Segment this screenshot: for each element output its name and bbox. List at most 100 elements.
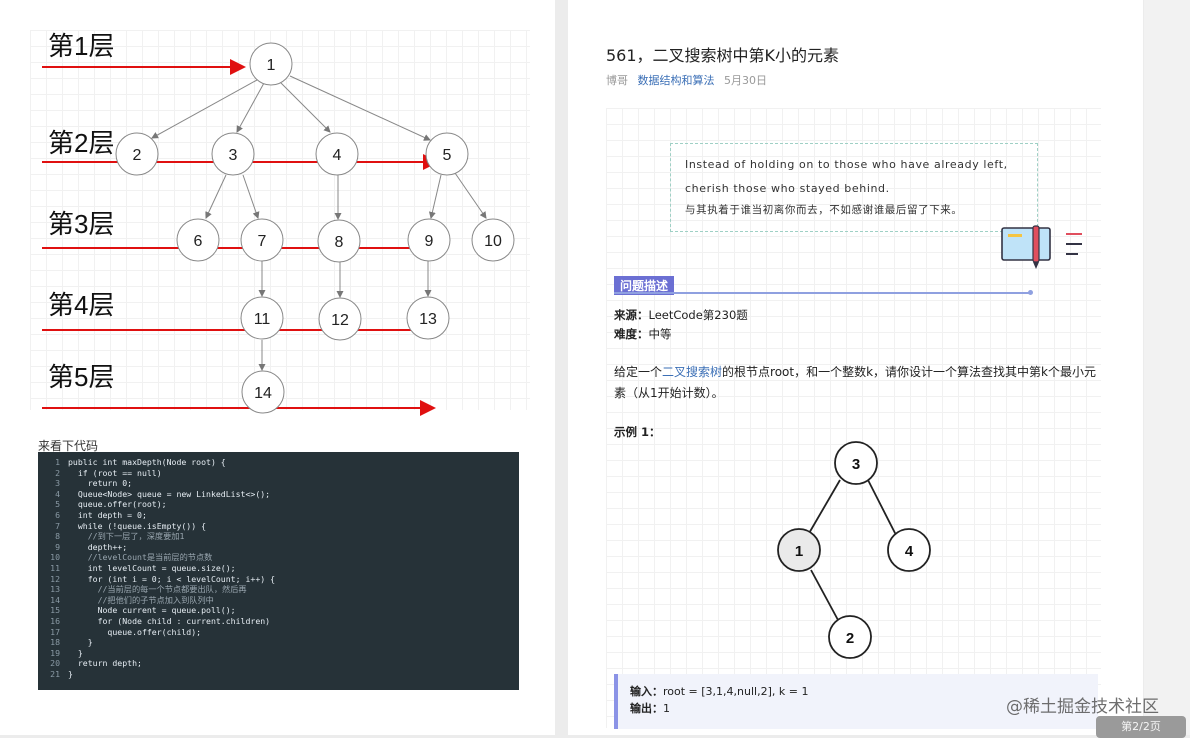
code-line: 20 return depth;	[38, 658, 519, 669]
code-line-number: 5	[38, 499, 68, 510]
code-line: 9 depth++;	[38, 542, 519, 553]
code-line-text: //把他们的子节点加入到队列中	[68, 595, 214, 606]
code-line-number: 7	[38, 521, 68, 532]
quote-english-line-1: Instead of holding on to those who have …	[685, 153, 1023, 177]
code-line: 12 for (int i = 0; i < levelCount; i++) …	[38, 574, 519, 585]
code-line-text: for (Node child : current.children)	[68, 616, 270, 627]
notebook-pen-icon	[1000, 224, 1090, 272]
node-label-14: 14	[254, 385, 272, 402]
node-label-8: 8	[335, 234, 344, 251]
code-line: 2 if (root == null)	[38, 468, 519, 479]
code-line-number: 6	[38, 510, 68, 521]
layer-label-4: 第4层	[48, 290, 114, 320]
difficulty-line: 难度：中等	[614, 326, 672, 342]
code-line: 19 }	[38, 648, 519, 659]
code-line-number: 9	[38, 542, 68, 553]
node-label-13: 13	[419, 311, 437, 328]
code-line: 16 for (Node child : current.children)	[38, 616, 519, 627]
node-label-2: 2	[133, 147, 142, 164]
code-line: 17 queue.offer(child);	[38, 627, 519, 638]
code-line-number: 16	[38, 616, 68, 627]
code-line: 10 //levelCount是当前层的节点数	[38, 552, 519, 563]
output-label: 输出：	[630, 702, 663, 715]
code-line: 7 while (!queue.isEmpty()) {	[38, 521, 519, 532]
tree-nodes	[116, 43, 514, 413]
code-line-number: 8	[38, 531, 68, 542]
output-value: 1	[663, 702, 670, 715]
code-line: 4 Queue<Node> queue = new LinkedList<>()…	[38, 489, 519, 500]
code-line-number: 14	[38, 595, 68, 606]
bst-label-3: 3	[852, 456, 860, 473]
code-line-number: 21	[38, 669, 68, 680]
code-line: 18 }	[38, 637, 519, 648]
code-line-number: 18	[38, 637, 68, 648]
code-line-text: for (int i = 0; i < levelCount; i++) {	[68, 574, 275, 585]
code-line-text: queue.offer(root);	[68, 499, 167, 510]
layer-tree-diagram: 第1层 第2层 第3层 第4层 第5层 1 2 3 4	[0, 0, 555, 430]
code-line-number: 15	[38, 605, 68, 616]
quote-english-line-2: cherish those who stayed behind.	[685, 177, 1023, 201]
code-line-text: Queue<Node> queue = new LinkedList<>();	[68, 489, 270, 500]
article-title: 561，二叉搜索树中第K小的元素	[606, 42, 839, 66]
code-line: 5 queue.offer(root);	[38, 499, 519, 510]
layer-label-5: 第5层	[48, 362, 114, 392]
example-bst-diagram: 3 1 4 2	[758, 430, 958, 665]
code-line-text: while (!queue.isEmpty()) {	[68, 521, 206, 532]
layer-label-2: 第2层	[48, 128, 114, 158]
problem-description: 给定一个二叉搜索树的根节点root，和一个整数k，请你设计一个算法查找其中第k个…	[614, 362, 1102, 404]
quote-chinese: 与其执着于谁当初离你而去，不如感谢谁最后留了下来。	[685, 201, 1023, 219]
node-label-5: 5	[443, 147, 452, 164]
code-line-number: 20	[38, 658, 68, 669]
node-label-6: 6	[194, 233, 203, 250]
article-meta: 博哥 数据结构和算法 5月30日	[606, 72, 773, 88]
difficulty-label: 难度：	[614, 327, 649, 341]
code-line: 15 Node current = queue.poll();	[38, 605, 519, 616]
layer-label-1: 第1层	[48, 31, 114, 61]
node-label-11: 11	[254, 311, 271, 328]
code-line-number: 13	[38, 584, 68, 595]
code-line: 6 int depth = 0;	[38, 510, 519, 521]
bst-label-1: 1	[795, 543, 803, 560]
description-prefix: 给定一个	[614, 365, 662, 379]
code-line-text: if (root == null)	[68, 468, 162, 479]
code-line-number: 4	[38, 489, 68, 500]
right-page: 561，二叉搜索树中第K小的元素 博哥 数据结构和算法 5月30日 Instea…	[568, 0, 1143, 735]
node-label-1: 1	[267, 57, 276, 74]
code-line: 3 return 0;	[38, 478, 519, 489]
left-page: 第1层 第2层 第3层 第4层 第5层 1 2 3 4	[0, 0, 555, 735]
code-line-text: //levelCount是当前层的节点数	[68, 552, 212, 563]
code-line: 14 //把他们的子节点加入到队列中	[38, 595, 519, 606]
code-line-text: //当前层的每一个节点都要出队，然后再	[68, 584, 247, 595]
bst-label-4: 4	[905, 543, 914, 560]
section-underline-dot	[1028, 290, 1033, 295]
code-line-number: 12	[38, 574, 68, 585]
node-label-7: 7	[258, 233, 267, 250]
bst-label-2: 2	[846, 630, 854, 647]
code-line-text: }	[68, 637, 93, 648]
code-line-text: }	[68, 648, 83, 659]
difficulty-value: 中等	[649, 327, 672, 341]
author-name: 博哥	[606, 74, 628, 87]
node-label-10: 10	[484, 233, 502, 250]
code-line-text: int depth = 0;	[68, 510, 147, 521]
code-line-number: 17	[38, 627, 68, 638]
publish-date: 5月30日	[724, 74, 767, 87]
node-label-3: 3	[229, 147, 238, 164]
code-line-text: Node current = queue.poll();	[68, 605, 236, 616]
code-line-number: 11	[38, 563, 68, 574]
bst-link[interactable]: 二叉搜索树	[662, 365, 722, 379]
scrollbar[interactable]	[1144, 0, 1190, 735]
layer-labels: 第1层 第2层 第3层 第4层 第5层	[48, 31, 114, 392]
code-line-text: //到下一层了，深度要加1	[68, 531, 184, 542]
watermark: @稀土掘金技术社区	[1006, 692, 1159, 717]
node-label-4: 4	[333, 147, 342, 164]
node-label-12: 12	[331, 312, 349, 329]
code-line: 8 //到下一层了，深度要加1	[38, 531, 519, 542]
code-line-number: 1	[38, 457, 68, 468]
code-line-text: public int maxDepth(Node root) {	[68, 457, 226, 468]
category-link[interactable]: 数据结构和算法	[638, 74, 715, 87]
code-line-text: depth++;	[68, 542, 127, 553]
code-line: 13 //当前层的每一个节点都要出队，然后再	[38, 584, 519, 595]
